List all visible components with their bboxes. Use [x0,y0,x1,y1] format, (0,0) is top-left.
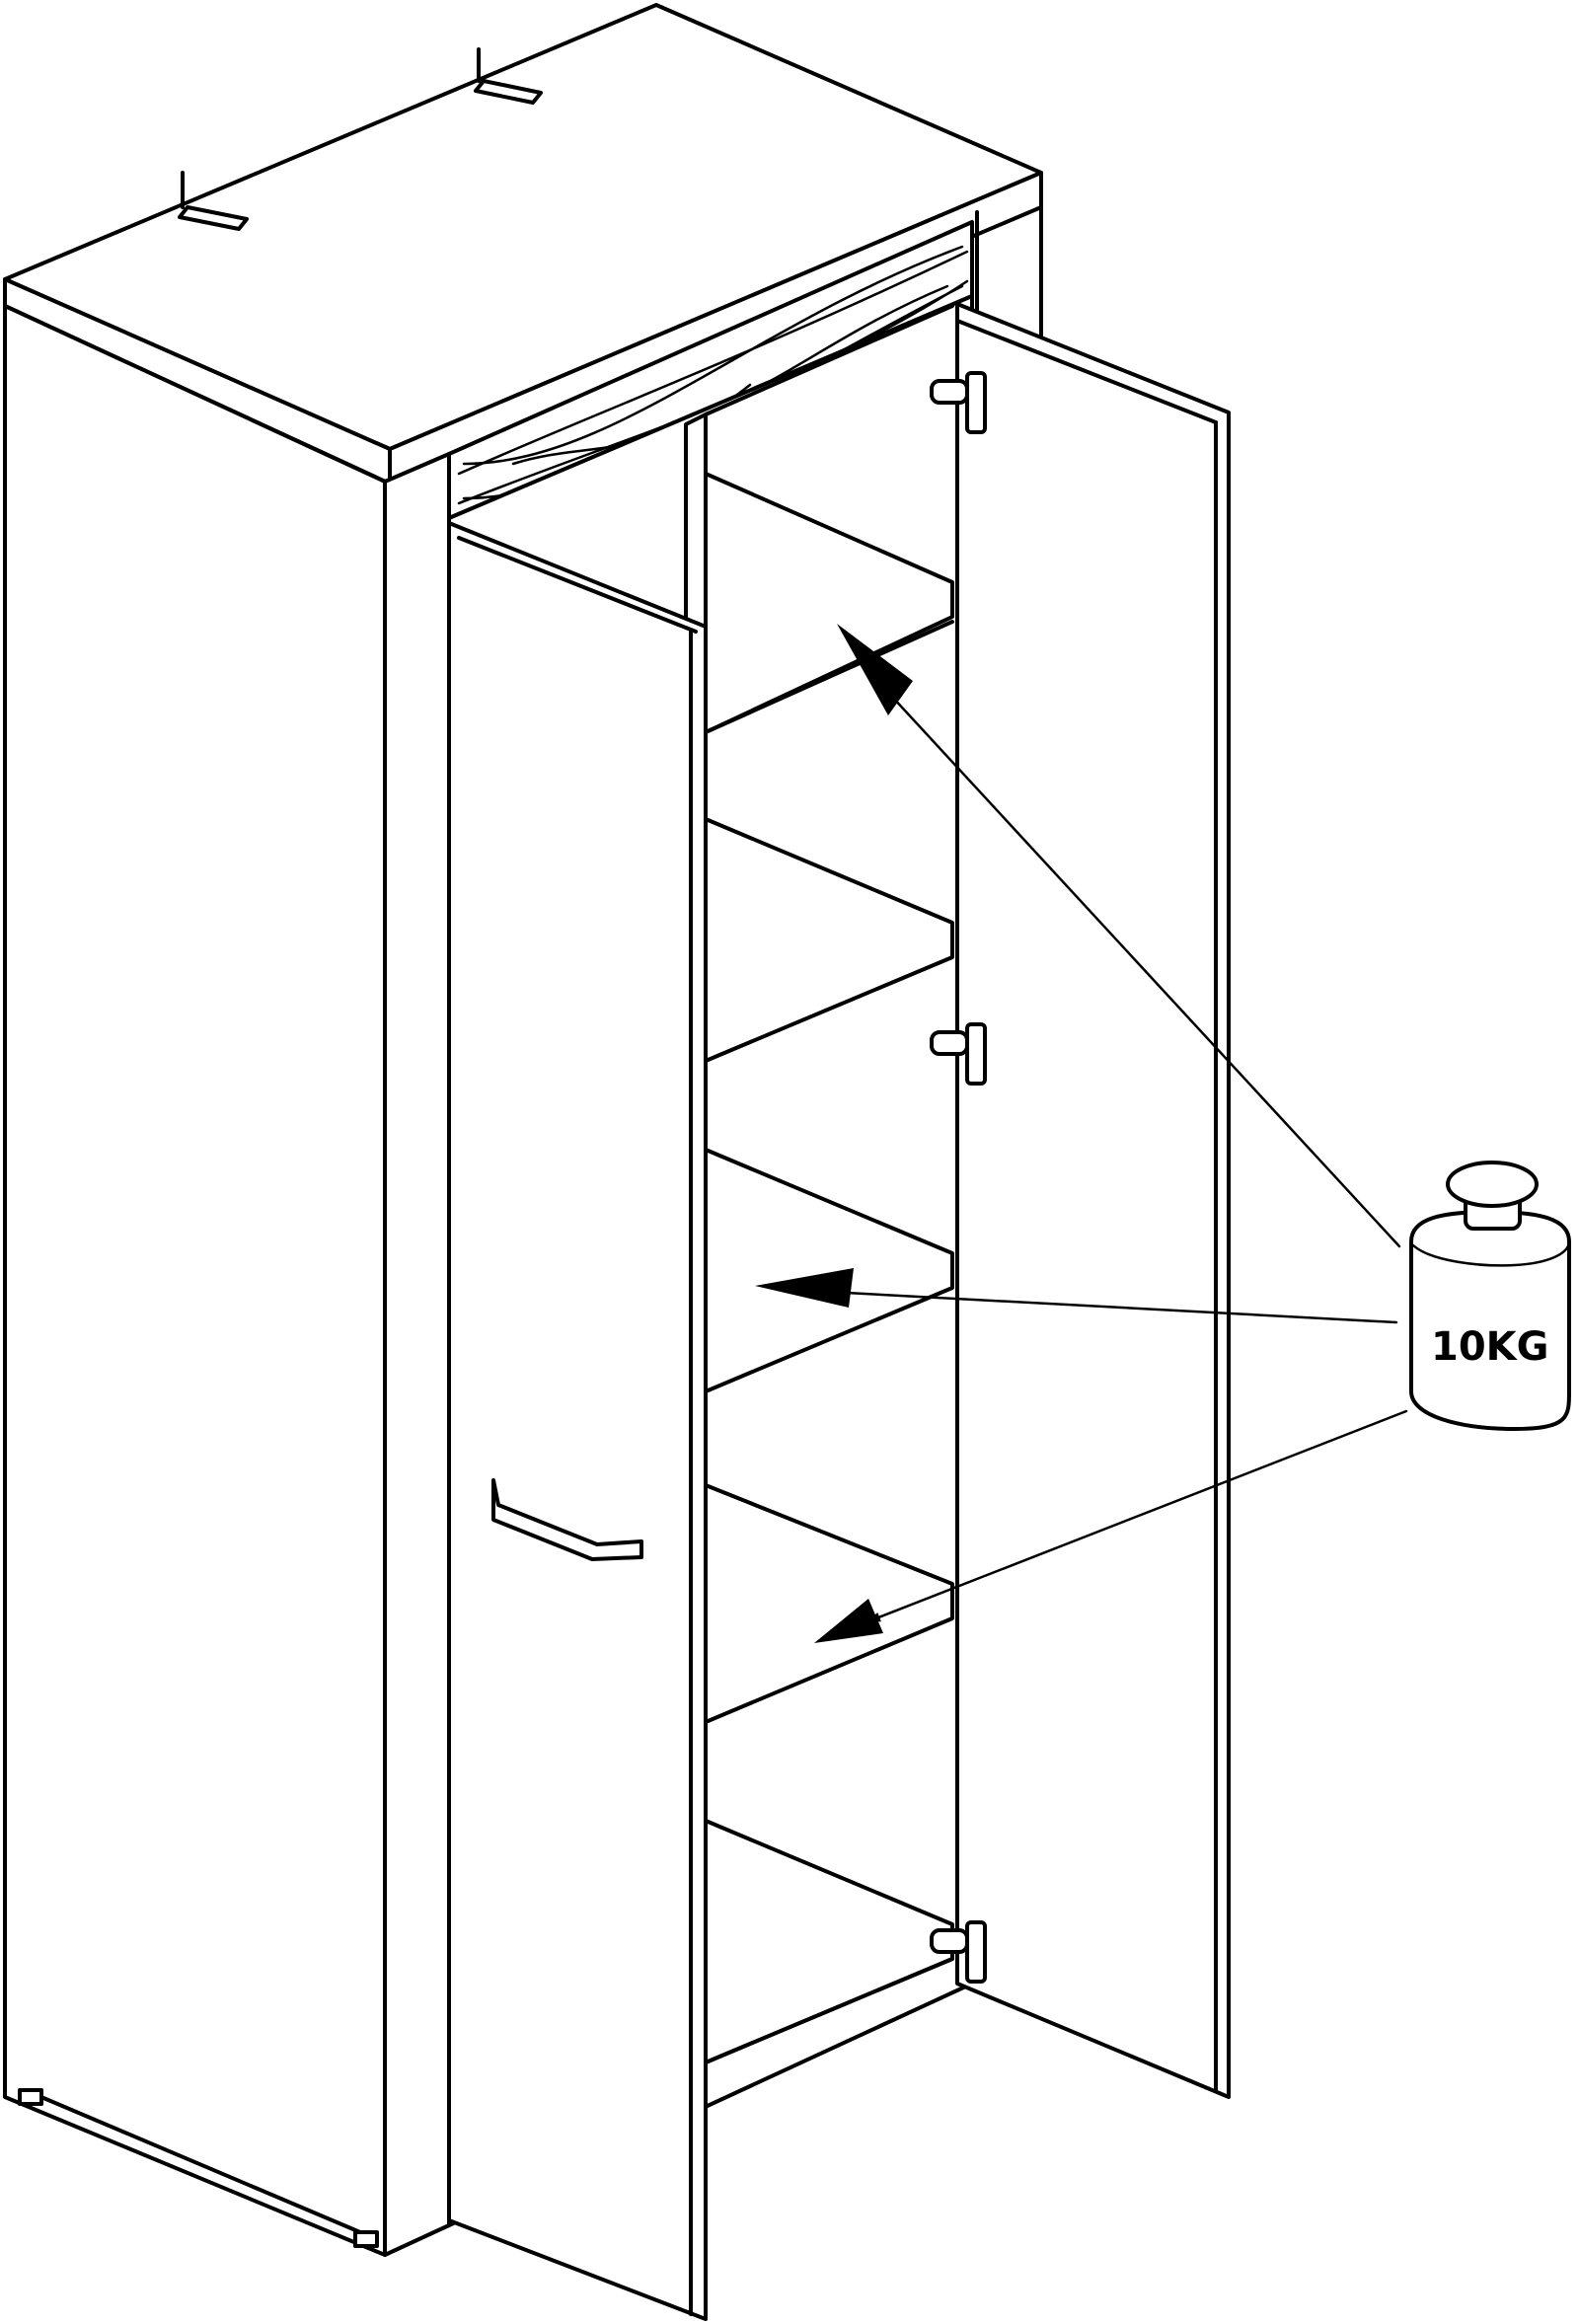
left-door [447,521,708,2321]
cabinet-left-side [3,304,387,2257]
wall-bracket-right [474,47,543,105]
right-door [955,302,1231,2099]
hinge-middle [930,1022,987,1086]
cabinet-top [3,3,1043,486]
arrow-middle-shelf [807,1286,1398,1324]
weight-label: 10KG [1431,1324,1549,1370]
hinge-top [930,371,987,434]
wall-bracket-left [178,171,249,231]
hinge-bottom [930,1920,987,1984]
weight-icon: 10KG [1409,1161,1571,1431]
arrow-bottom-shelf [866,1409,1408,1623]
load-arrows [755,624,1408,1643]
door-handle [491,1478,643,1561]
arrow-top-shelf [866,669,1401,1248]
